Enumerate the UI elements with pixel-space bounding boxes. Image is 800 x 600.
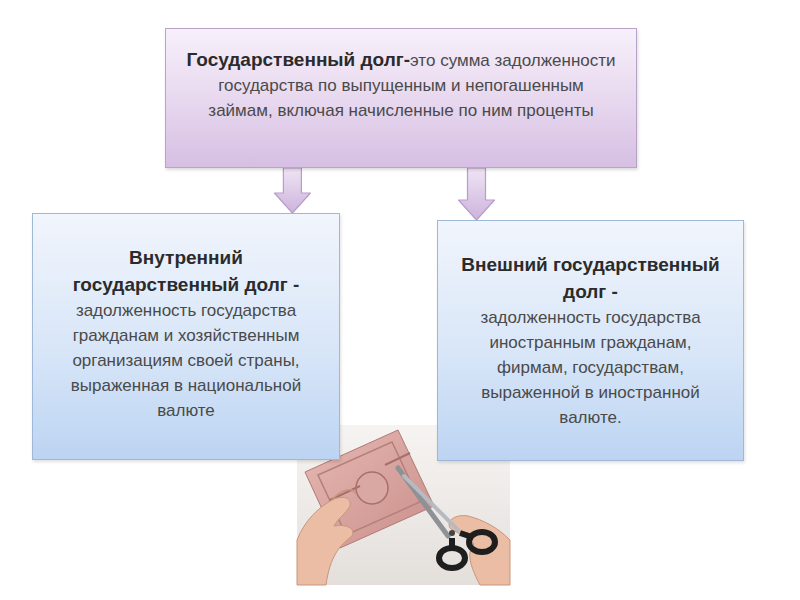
box-heading: Государственный долг- — [186, 49, 410, 70]
block-arrow — [459, 168, 495, 220]
box-body: задолженность государства иностранным гр… — [452, 305, 729, 430]
debt-type-box: Внешний государственный долг -задолженно… — [437, 220, 744, 461]
text-wrap: Государственный долг-это сумма задолженн… — [186, 47, 616, 123]
definition-box: Государственный долг-это сумма задолженн… — [165, 28, 637, 168]
debt-type-box: Внутренний государственный долг -задолже… — [32, 213, 340, 460]
box-body: задолженность государства гражданам и хо… — [47, 298, 325, 423]
box-heading: Внешний государственный долг - — [452, 251, 729, 305]
box-heading: Внутренний государственный долг - — [47, 244, 325, 298]
block-arrow — [274, 168, 310, 213]
text-wrap: Внутренний государственный долг -задолже… — [47, 244, 325, 423]
text-wrap: Внешний государственный долг -задолженно… — [452, 251, 729, 430]
